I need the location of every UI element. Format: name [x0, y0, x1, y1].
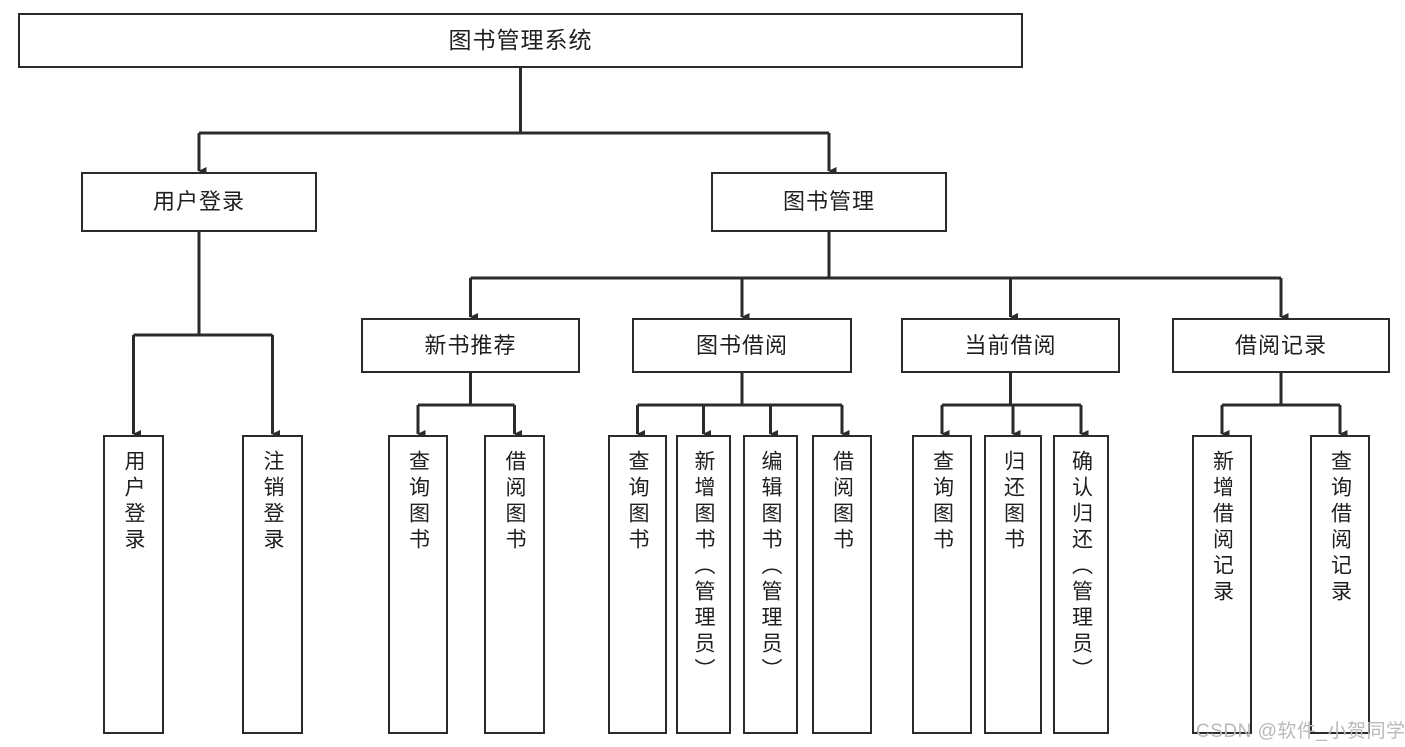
node-label-leaf-confirm-return-admin: 确认归还（管理员） — [1069, 450, 1093, 684]
node-label-leaf-add-borrow-record: 新增借阅记录 — [1210, 450, 1234, 606]
node-borrow-record[interactable]: 借阅记录 — [1172, 318, 1390, 373]
csdn-watermark: CSDN @软件_小贺同学 — [1196, 721, 1405, 742]
node-label-user-login: 用户登录 — [152, 189, 245, 215]
node-leaf-borrow-book[interactable]: 借阅图书 — [812, 435, 872, 734]
connector-lines — [132, 68, 1348, 439]
node-root[interactable]: 图书管理系统 — [18, 13, 1023, 68]
node-leaf-logout-login[interactable]: 注销登录 — [242, 435, 303, 734]
node-leaf-user-login[interactable]: 用户登录 — [103, 435, 164, 734]
node-label-leaf-query-book-recommend: 查询图书 — [406, 450, 430, 554]
node-label-leaf-query-borrow-record: 查询借阅记录 — [1328, 450, 1352, 606]
node-label-leaf-borrow-book-recommend: 借阅图书 — [503, 450, 526, 554]
node-new-book-recommend[interactable]: 新书推荐 — [361, 318, 580, 373]
node-label-leaf-user-login: 用户登录 — [122, 450, 145, 554]
node-book-borrow[interactable]: 图书借阅 — [632, 318, 852, 373]
node-leaf-add-borrow-record[interactable]: 新增借阅记录 — [1192, 435, 1252, 734]
node-label-root: 图书管理系统 — [448, 26, 593, 53]
node-user-login[interactable]: 用户登录 — [81, 172, 317, 232]
node-leaf-confirm-return-admin[interactable]: 确认归还（管理员） — [1053, 435, 1109, 734]
node-leaf-query-book-borrow[interactable]: 查询图书 — [608, 435, 667, 734]
node-label-book-management: 图书管理 — [782, 189, 875, 215]
node-leaf-query-book-recommend[interactable]: 查询图书 — [388, 435, 448, 734]
node-label-leaf-edit-book-admin: 编辑图书（管理员） — [759, 450, 782, 684]
node-label-leaf-add-book-admin: 新增图书（管理员） — [692, 450, 715, 684]
node-label-leaf-query-book-current: 查询图书 — [930, 450, 954, 554]
node-label-leaf-query-book-borrow: 查询图书 — [626, 450, 649, 554]
node-label-leaf-return-book: 归还图书 — [1001, 450, 1025, 554]
node-current-borrow[interactable]: 当前借阅 — [901, 318, 1120, 373]
node-leaf-add-book-admin[interactable]: 新增图书（管理员） — [676, 435, 731, 734]
node-label-new-book-recommend: 新书推荐 — [424, 332, 517, 358]
node-leaf-return-book[interactable]: 归还图书 — [984, 435, 1042, 734]
node-leaf-edit-book-admin[interactable]: 编辑图书（管理员） — [743, 435, 798, 734]
node-leaf-borrow-book-recommend[interactable]: 借阅图书 — [484, 435, 545, 734]
node-book-management[interactable]: 图书管理 — [711, 172, 947, 232]
node-label-book-borrow: 图书借阅 — [695, 332, 788, 358]
node-label-leaf-borrow-book: 借阅图书 — [830, 450, 854, 554]
node-leaf-query-borrow-record[interactable]: 查询借阅记录 — [1310, 435, 1370, 734]
node-label-borrow-record: 借阅记录 — [1234, 332, 1327, 358]
node-label-current-borrow: 当前借阅 — [964, 332, 1057, 358]
node-label-leaf-logout-login: 注销登录 — [261, 450, 284, 554]
node-leaf-query-book-current[interactable]: 查询图书 — [912, 435, 972, 734]
